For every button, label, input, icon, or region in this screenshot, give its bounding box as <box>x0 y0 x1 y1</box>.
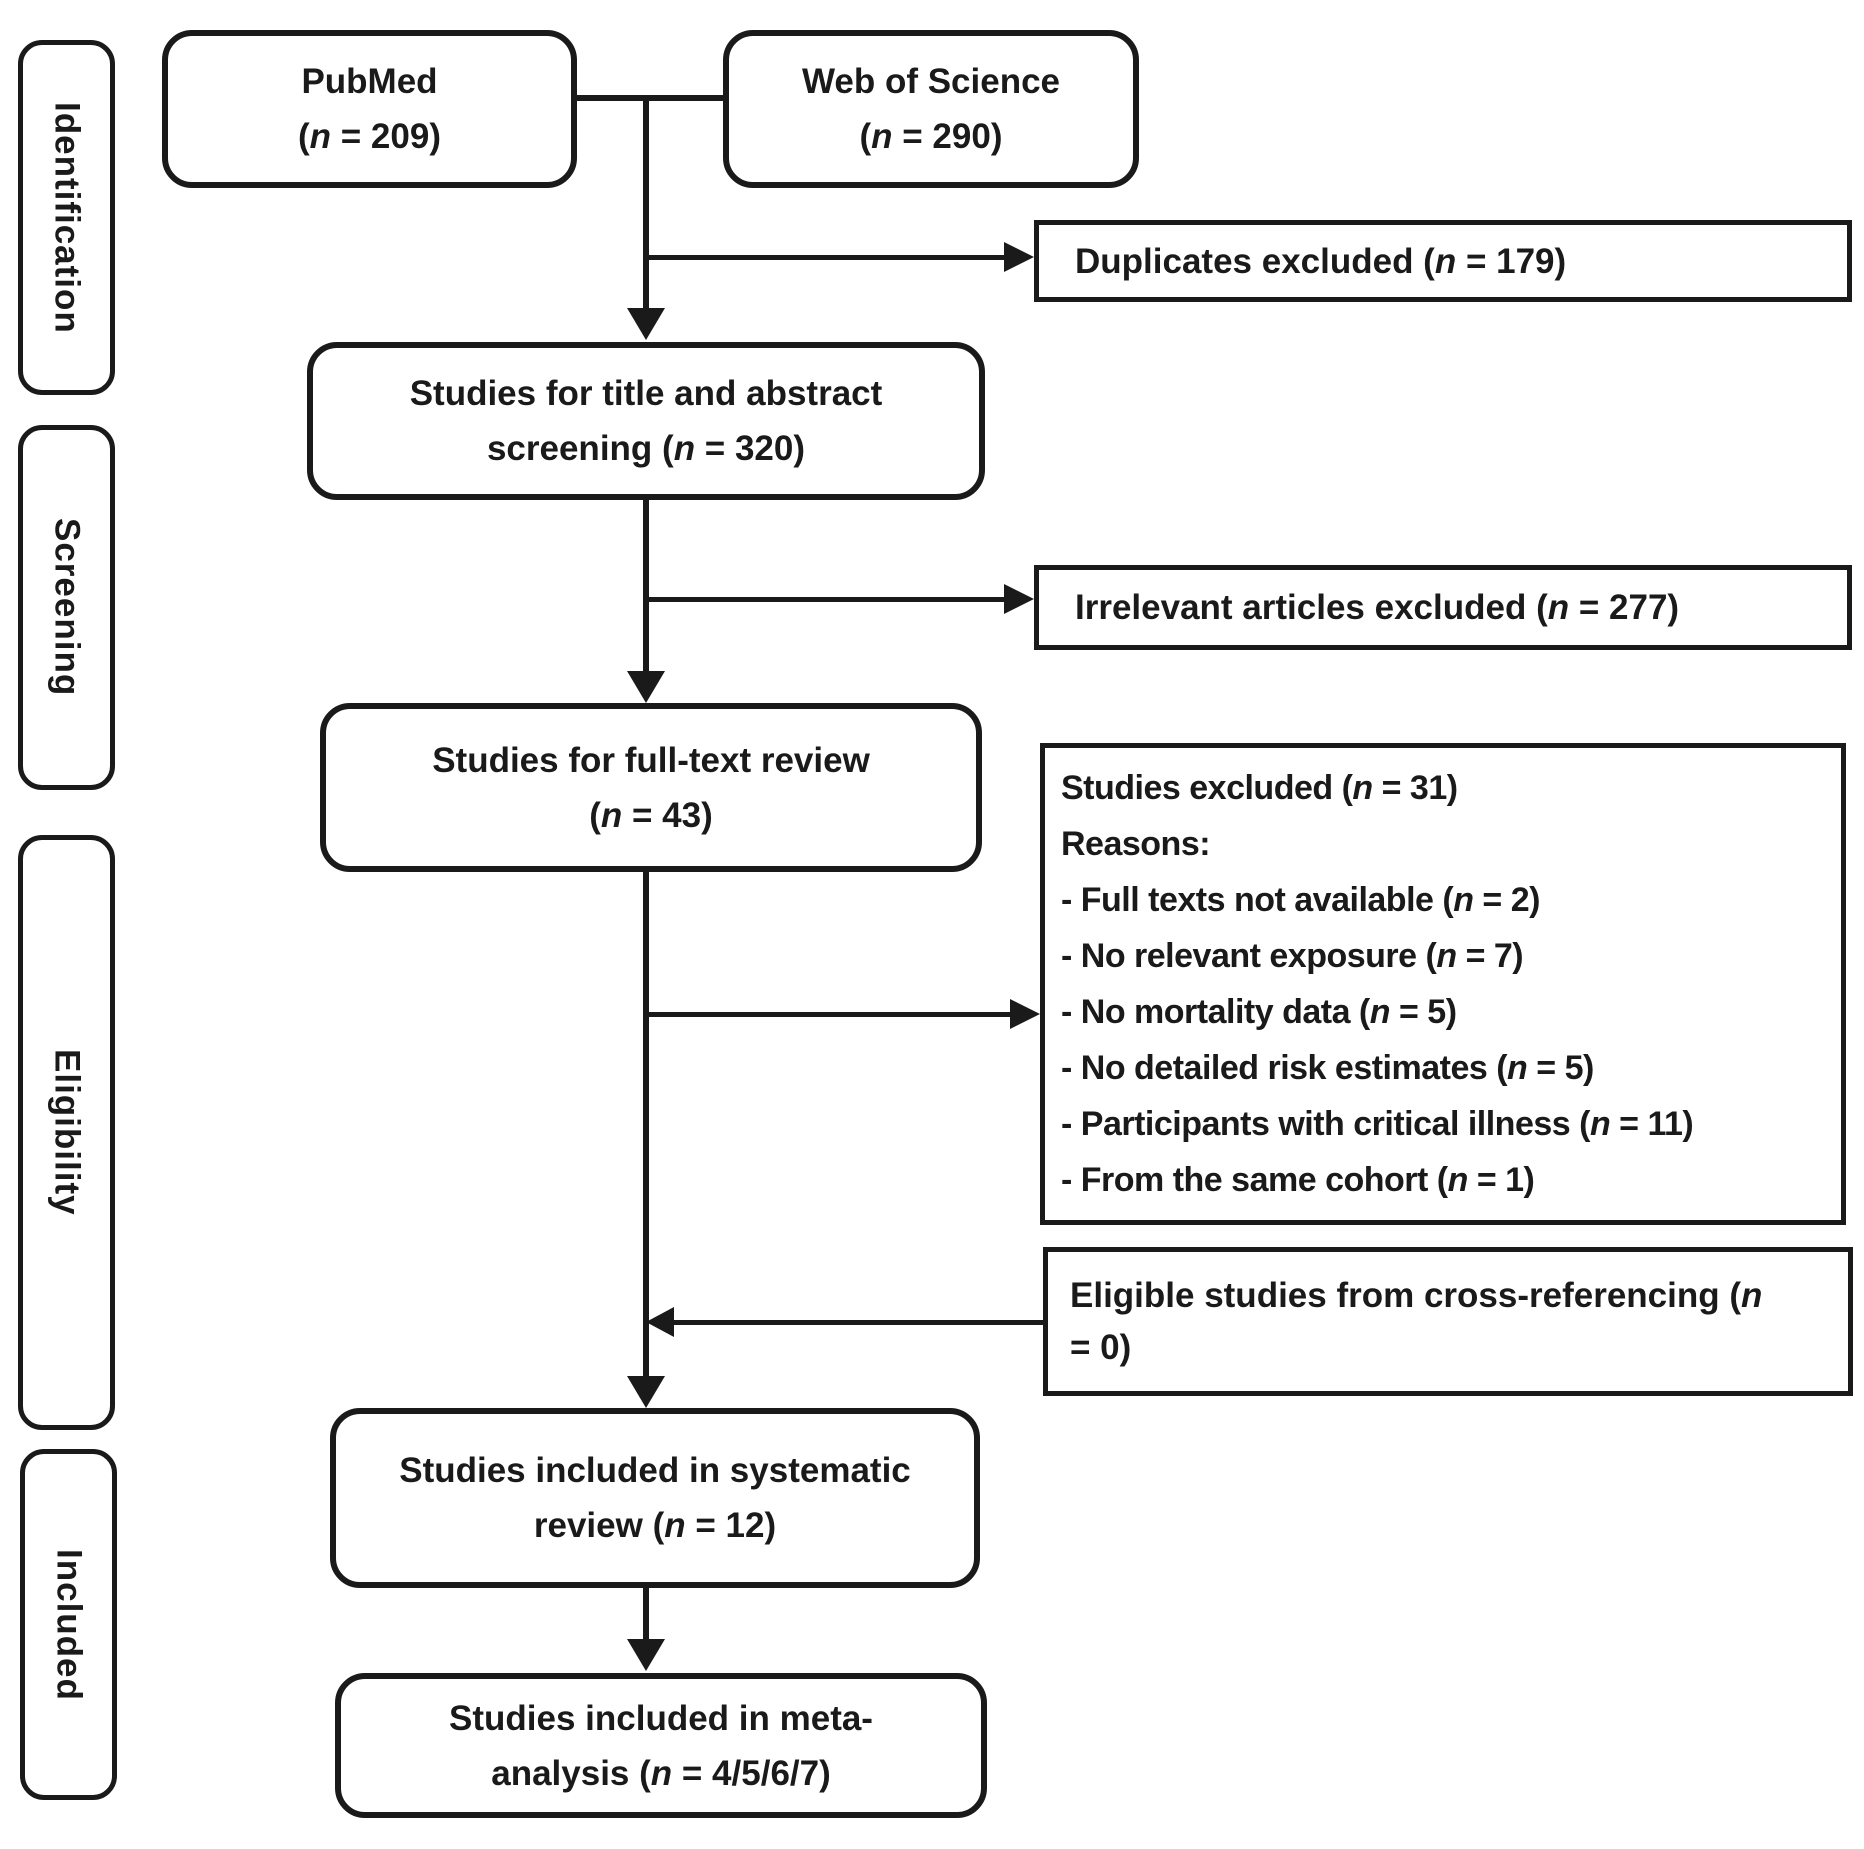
node-studies-excluded-reasons: Studies excluded (n = 31) Reasons: - Ful… <box>1040 743 1846 1225</box>
node-text-line: - Full texts not available (n = 2) <box>1061 881 1540 919</box>
node-text-line: Eligible studies from cross-referencing … <box>1070 1275 1763 1315</box>
node-pubmed: PubMed (n = 209) <box>162 30 577 188</box>
node-title-abstract-screening: Studies for title and abstract screening… <box>307 342 985 500</box>
arrowhead-right-to-excluded <box>1010 999 1040 1029</box>
node-text-line: Studies included in systematic <box>399 1451 911 1490</box>
connector-sources-horizontal <box>577 95 723 101</box>
connector-branch-excluded <box>643 1012 1010 1017</box>
stage-included: Included <box>20 1449 117 1800</box>
stage-identification: Identification <box>18 40 115 395</box>
node-text-line: - No relevant exposure (n = 7) <box>1061 937 1524 975</box>
node-text-line: Studies for title and abstract <box>409 374 883 413</box>
arrowhead-down-to-meta <box>627 1639 665 1671</box>
connector-branch-duplicates <box>643 255 1004 260</box>
node-text-line: (n = 209) <box>298 117 441 156</box>
node-text-line: PubMed <box>301 62 438 101</box>
arrowhead-right-to-duplicates <box>1004 242 1034 272</box>
connector-spine-to-screening <box>643 95 649 310</box>
connector-branch-irrelevant <box>643 597 1004 602</box>
node-duplicates-excluded: Duplicates excluded (n = 179) <box>1034 220 1852 302</box>
node-text-line: (n = 43) <box>589 795 713 835</box>
arrowhead-down-to-systematic <box>627 1376 665 1408</box>
connector-spine-to-meta <box>643 1586 649 1640</box>
stage-label: Eligibility <box>47 1049 87 1216</box>
stage-label: Screening <box>47 518 87 697</box>
node-text-line: = 0) <box>1070 1327 1132 1367</box>
node-text-line: Studies for full-text review <box>432 740 870 780</box>
arrowhead-down-to-fulltext <box>627 671 665 703</box>
node-text-line: screening (n = 320) <box>486 429 806 468</box>
node-text-line: (n = 290) <box>859 117 1003 156</box>
arrowhead-left-from-cross-referencing <box>646 1307 674 1337</box>
node-meta-analysis: Studies included in meta- analysis (n = … <box>335 1673 987 1818</box>
node-text-line: - No detailed risk estimates (n = 5) <box>1061 1049 1594 1087</box>
stage-label: Included <box>49 1548 89 1701</box>
node-cross-referencing: Eligible studies from cross-referencing … <box>1043 1247 1853 1396</box>
node-text-line: Reasons: <box>1061 825 1211 863</box>
stage-label: Identification <box>47 101 87 334</box>
node-text-line: - From the same cohort (n = 1) <box>1061 1161 1535 1199</box>
node-text-line: Studies included in meta- <box>449 1698 873 1738</box>
stage-eligibility: Eligibility <box>18 835 115 1430</box>
node-web-of-science: Web of Science (n = 290) <box>723 30 1139 188</box>
node-text-line: review (n = 12) <box>533 1506 777 1545</box>
node-systematic-review: Studies included in systematic review (n… <box>330 1408 980 1588</box>
node-text-line: Irrelevant articles excluded (n = 277) <box>1075 588 1680 627</box>
connector-spine-to-fulltext <box>643 500 649 674</box>
arrowhead-down-to-screening <box>627 308 665 340</box>
stage-screening: Screening <box>18 425 115 790</box>
node-text-line: - Participants with critical illness (n … <box>1061 1105 1694 1143</box>
node-text-line: Duplicates excluded (n = 179) <box>1075 241 1567 281</box>
node-irrelevant-excluded: Irrelevant articles excluded (n = 277) <box>1034 565 1852 650</box>
connector-spine-to-systematic <box>643 870 649 1378</box>
node-text-line: Studies excluded (n = 31) <box>1061 769 1458 807</box>
connector-branch-cross-referencing <box>668 1320 1043 1325</box>
node-text-line: analysis (n = 4/5/6/7) <box>491 1753 831 1793</box>
node-text-line: Web of Science <box>801 62 1061 101</box>
arrowhead-right-to-irrelevant <box>1004 584 1034 614</box>
node-text-line: - No mortality data (n = 5) <box>1061 993 1457 1031</box>
node-full-text-review: Studies for full-text review (n = 43) <box>320 703 982 872</box>
